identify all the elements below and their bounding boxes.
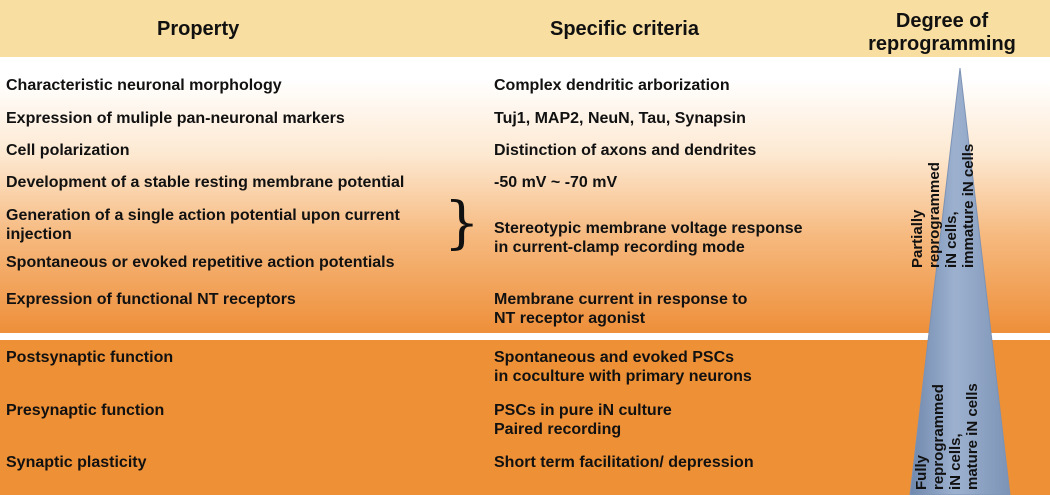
property-cell: Spontaneous or evoked repetitive action … [6, 253, 395, 272]
criteria-cell: Complex dendritic arborization [494, 76, 730, 95]
degree-label-line: iN cells, [947, 433, 964, 490]
property-cell: Expression of muliple pan-neuronal marke… [6, 109, 345, 128]
criteria-line: -50 mV ~ -70 mV [494, 174, 618, 191]
property-cell: Generation of a single action potential … [6, 206, 400, 244]
header-specific-criteria: Specific criteria [550, 18, 699, 40]
degree-label-line: reprogrammed [926, 162, 943, 268]
degree-label-line: Fully [913, 454, 930, 490]
criteria-line: Short term facilitation/ depression [494, 454, 754, 471]
degree-label-line: reprogrammed [930, 384, 947, 490]
criteria-cell: Stereotypic membrane voltage response in… [494, 219, 803, 257]
criteria-line: in coculture with primary neurons [494, 368, 752, 385]
degree-label-partial: Partially reprogrammed iN cells, immatur… [909, 144, 977, 268]
criteria-line: Spontaneous and evoked PSCs [494, 349, 735, 366]
property-cell: Presynaptic function [6, 401, 164, 420]
property-line: Presynaptic function [6, 402, 165, 419]
criteria-cell: Spontaneous and evoked PSCs in coculture… [494, 348, 752, 386]
criteria-line: Tuj1, MAP2, NeuN, Tau, Synapsin [494, 110, 746, 127]
mature-criteria-band [0, 340, 1050, 495]
degree-label-line: mature iN cells [964, 383, 981, 490]
criteria-line: PSCs in pure iN culture [494, 402, 672, 419]
band-divider [0, 333, 1050, 340]
property-line: Expression of functional NT receptors [6, 291, 296, 308]
header-band [0, 0, 1050, 57]
property-line: Development of a stable resting membrane… [6, 174, 405, 191]
degree-label-line: Partially [909, 209, 926, 268]
header-degree-of-reprogramming: Degree of reprogramming [842, 10, 1042, 56]
criteria-line: Membrane current in response to [494, 291, 748, 308]
property-cell: Postsynaptic function [6, 348, 173, 367]
property-cell: Cell polarization [6, 141, 130, 160]
header-property: Property [157, 18, 240, 40]
property-line: Generation of a single action potential … [6, 207, 400, 224]
property-line: Characteristic neuronal morphology [6, 77, 282, 94]
property-line: Synaptic plasticity [6, 454, 147, 471]
brace-icon: } [444, 191, 480, 256]
criteria-line: NT receptor agonist [494, 310, 646, 327]
property-cell: Development of a stable resting membrane… [6, 173, 404, 192]
criteria-cell: -50 mV ~ -70 mV [494, 173, 617, 192]
wedge-shape [909, 68, 1011, 495]
criteria-line: in current-clamp recording mode [494, 239, 745, 256]
criteria-cell: Short term facilitation/ depression [494, 453, 754, 472]
header-degree-line2: reprogramming [868, 33, 1016, 55]
property-line: Expression of muliple pan-neuronal marke… [6, 110, 345, 127]
property-line: Cell polarization [6, 142, 130, 159]
criteria-line: Paired recording [494, 421, 622, 438]
reprogramming-degree-wedge [909, 68, 1011, 495]
criteria-cell: Distinction of axons and dendrites [494, 141, 756, 160]
immature-criteria-band [0, 57, 1050, 333]
criteria-cell: Tuj1, MAP2, NeuN, Tau, Synapsin [494, 109, 746, 128]
criteria-cell: Membrane current in response to NT recep… [494, 290, 747, 328]
property-line: Postsynaptic function [6, 349, 174, 366]
degree-label-line: immature iN cells [960, 143, 977, 268]
criteria-cell: PSCs in pure iN culture Paired recording [494, 401, 672, 439]
property-cell: Characteristic neuronal morphology [6, 76, 282, 95]
degree-label-full: Fully reprogrammed iN cells, mature iN c… [913, 383, 981, 490]
header-degree-line1: Degree of [895, 10, 989, 32]
property-cell: Expression of functional NT receptors [6, 290, 296, 309]
property-line: Spontaneous or evoked repetitive action … [6, 254, 395, 271]
property-cell: Synaptic plasticity [6, 453, 147, 472]
criteria-line: Distinction of axons and dendrites [494, 142, 757, 159]
degree-label-line: iN cells, [943, 211, 960, 268]
criteria-line: Complex dendritic arborization [494, 77, 730, 94]
property-line: injection [6, 226, 72, 243]
criteria-line: Stereotypic membrane voltage response [494, 220, 803, 237]
